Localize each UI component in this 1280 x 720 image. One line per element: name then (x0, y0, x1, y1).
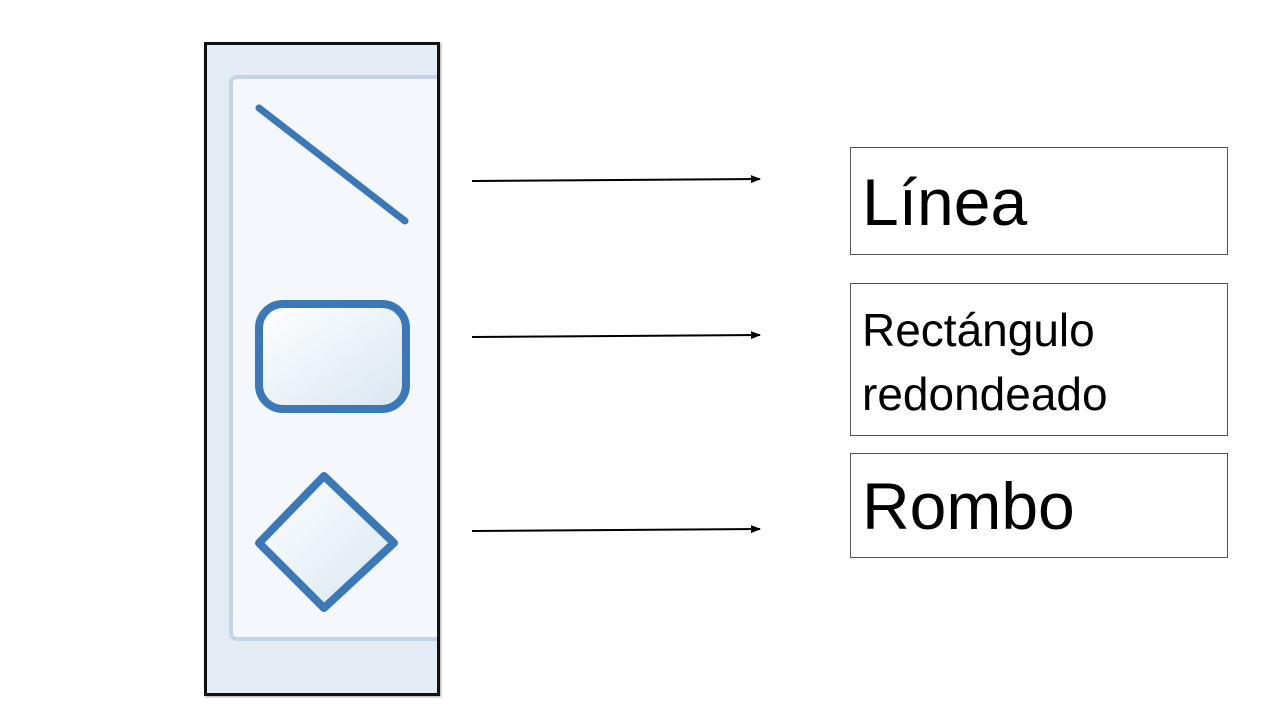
shapes-panel-graphic (229, 75, 437, 641)
label-rounded-rectangle-line1: Rectángulo (862, 304, 1095, 356)
rounded-rectangle-icon[interactable] (255, 300, 410, 413)
label-diamond-text: Rombo (862, 469, 1075, 543)
shapes-panel (204, 42, 440, 696)
arrow-line (471, 175, 761, 184)
label-line: Línea (850, 147, 1228, 255)
label-line-text: Línea (862, 165, 1028, 239)
label-rounded-rectangle: Rectángulo redondeado (850, 283, 1228, 436)
label-rounded-rectangle-line2: redondeado (862, 368, 1108, 420)
line-icon[interactable] (255, 104, 409, 225)
diamond-icon[interactable] (255, 472, 398, 612)
arrow-rounded-rectangle (471, 331, 761, 340)
label-diamond: Rombo (850, 453, 1228, 558)
arrow-diamond (471, 525, 761, 534)
